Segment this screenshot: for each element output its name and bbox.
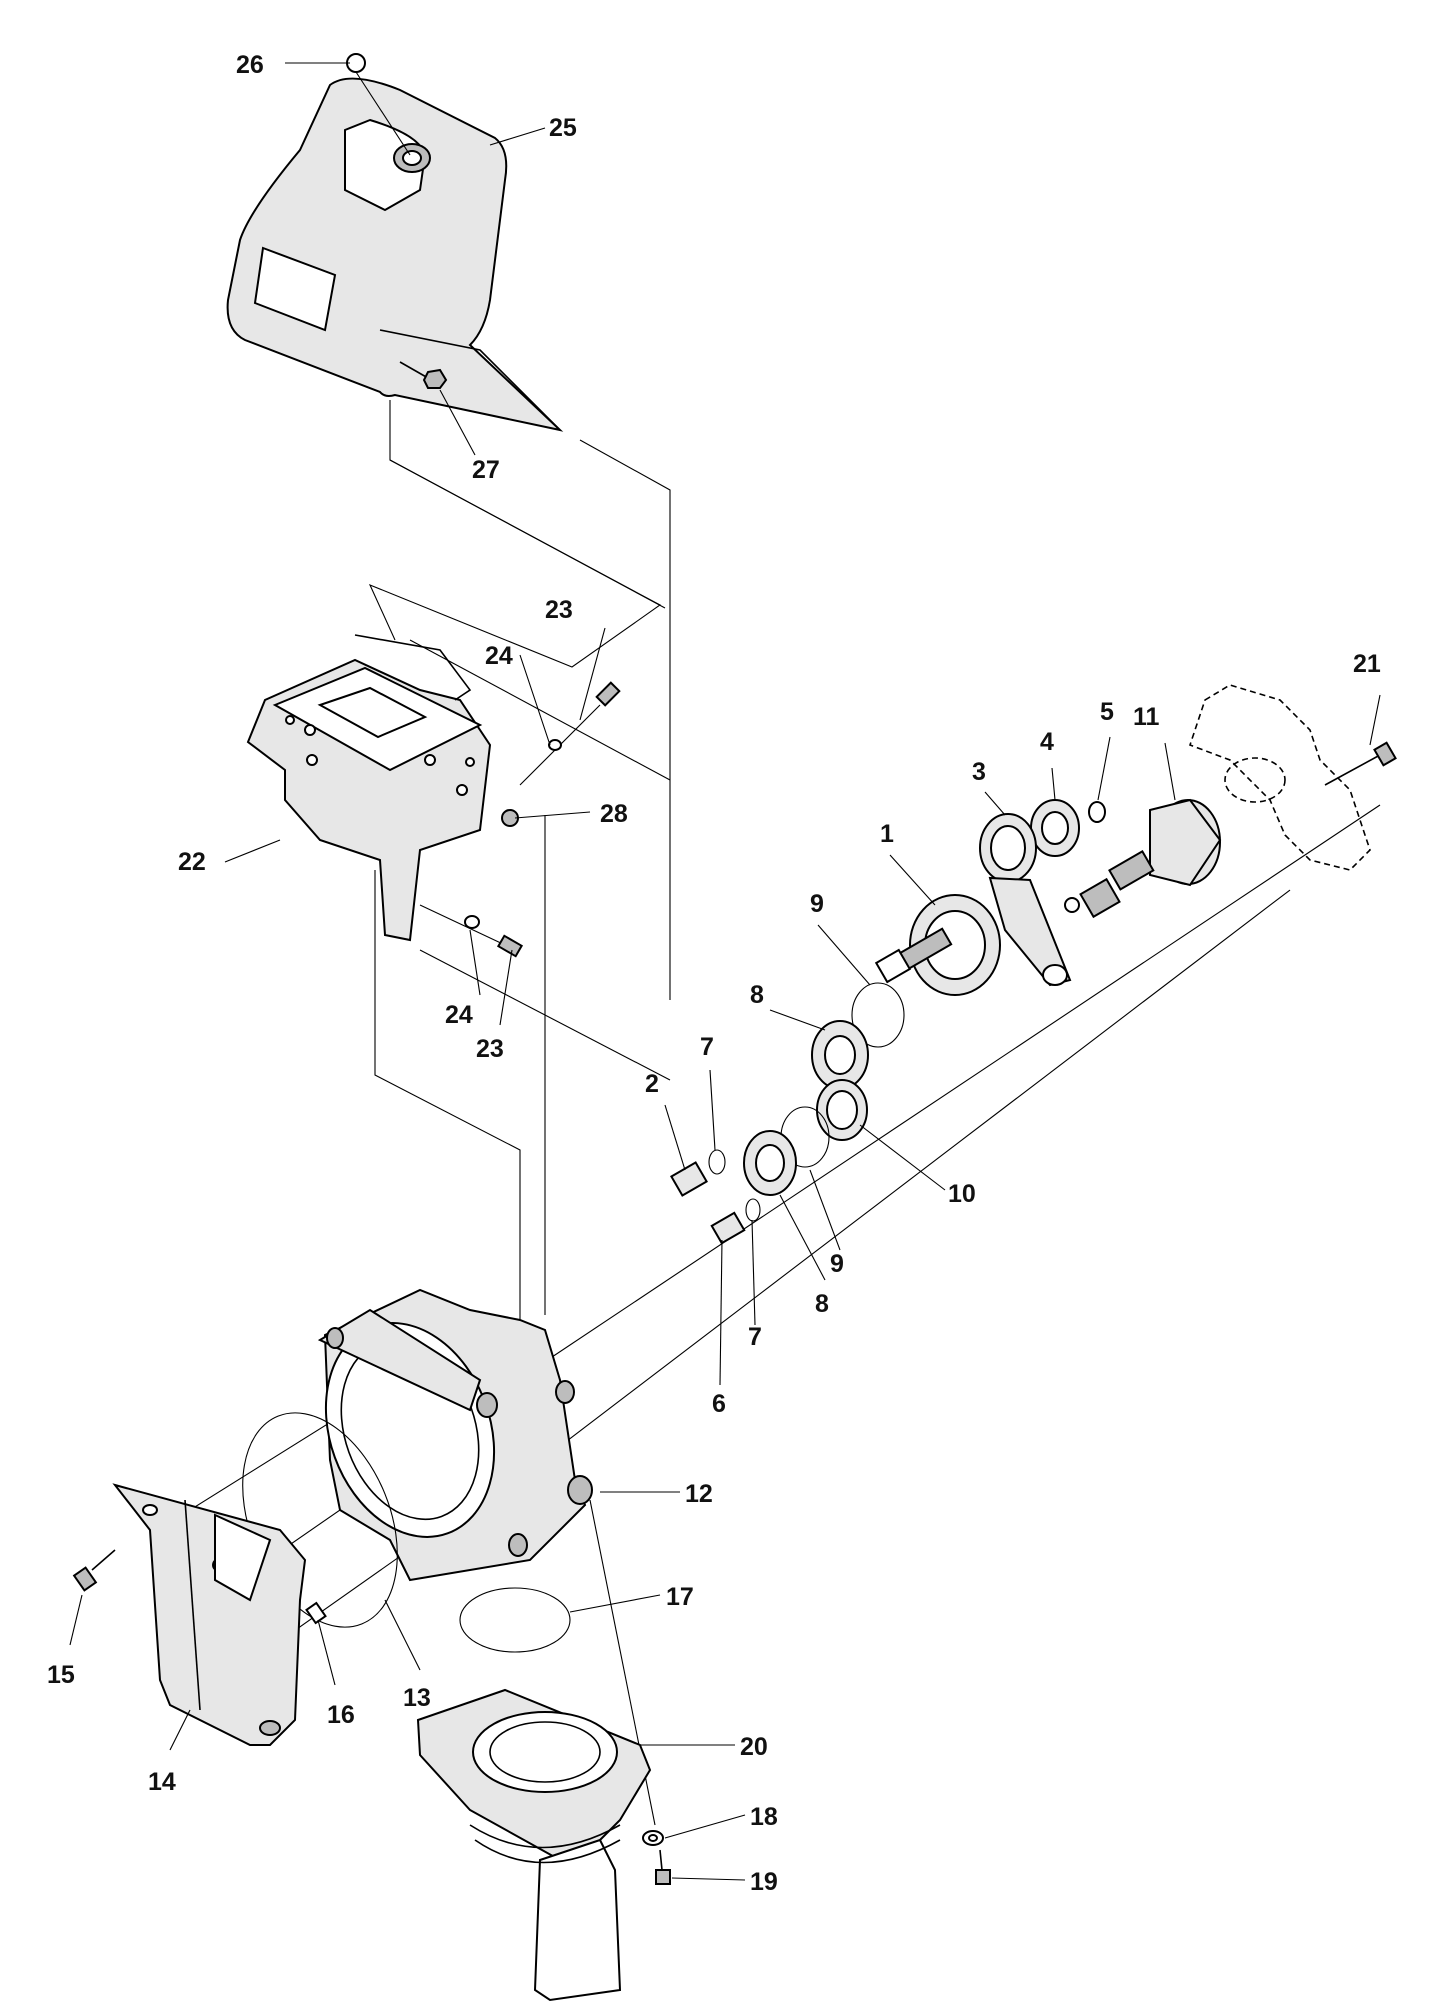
callout-23-bottom: 23 [476, 1035, 504, 1063]
pinion-shaft-11 [1064, 798, 1222, 919]
ring-5 [1088, 801, 1106, 823]
callout-20: 20 [740, 1733, 768, 1761]
bearing-8-lower [743, 1130, 797, 1196]
callout-8-upper: 8 [750, 981, 764, 1009]
callout-5: 5 [1100, 698, 1114, 726]
callout-14: 14 [148, 1768, 176, 1796]
callout-23-top: 23 [545, 596, 573, 624]
callout-16: 16 [327, 1701, 355, 1729]
screw-16 [305, 1601, 327, 1625]
callout-3: 3 [972, 758, 986, 786]
bearing-8-upper [811, 1020, 869, 1090]
callout-24-bottom: 24 [445, 1001, 473, 1029]
callout-28: 28 [600, 800, 628, 828]
callout-26: 26 [236, 51, 264, 79]
callout-11: 11 [1133, 703, 1160, 731]
callout-18: 18 [750, 1803, 778, 1831]
bearing-4 [1030, 799, 1080, 857]
deflector-14 [112, 1483, 307, 1746]
callout-1: 1 [880, 820, 894, 848]
callout-labels: 26 25 27 23 24 28 22 24 23 21 11 5 4 3 1… [47, 51, 1381, 1896]
callout-22: 22 [178, 848, 206, 876]
callout-6: 6 [712, 1390, 726, 1418]
screw-15 [72, 1549, 116, 1592]
chute-bracket [246, 634, 492, 942]
callout-13: 13 [403, 1684, 431, 1712]
callout-10: 10 [948, 1180, 976, 1208]
callout-9-upper: 9 [810, 890, 824, 918]
knob [346, 53, 411, 156]
callout-17: 17 [666, 1583, 694, 1611]
callout-7-upper: 7 [700, 1033, 714, 1061]
seal-10 [816, 1079, 868, 1141]
assembly-lines [149, 400, 1381, 1826]
callout-9-lower: 9 [830, 1250, 844, 1278]
callout-19: 19 [750, 1868, 778, 1896]
ring-9-upper [851, 982, 905, 1048]
impeller-gear-1 [874, 894, 1001, 996]
bushings-2-6-rings-7 [670, 1149, 761, 1245]
gearbox-outline [1188, 684, 1371, 871]
callout-12: 12 [685, 1480, 713, 1508]
seal-ring-17 [459, 1587, 571, 1653]
bolt-21 [1324, 741, 1397, 786]
screw-19 [655, 1849, 671, 1885]
chain-case-3 [979, 813, 1072, 987]
callout-7-lower: 7 [748, 1323, 762, 1351]
callout-24-top: 24 [485, 642, 513, 670]
chute-base-20 [416, 1688, 652, 2002]
callout-15: 15 [47, 1661, 75, 1689]
auger-housing-12 [317, 1288, 593, 1582]
callout-2: 2 [645, 1070, 659, 1098]
leader-lines [69, 62, 1381, 1881]
callout-27: 27 [472, 456, 500, 484]
callout-25: 25 [549, 114, 577, 142]
callout-21: 21 [1353, 650, 1381, 678]
callout-4: 4 [1040, 728, 1054, 756]
cover-screw [399, 361, 448, 389]
washer-18 [642, 1830, 664, 1846]
chute-cover [226, 77, 564, 432]
callout-8-lower: 8 [815, 1290, 829, 1318]
